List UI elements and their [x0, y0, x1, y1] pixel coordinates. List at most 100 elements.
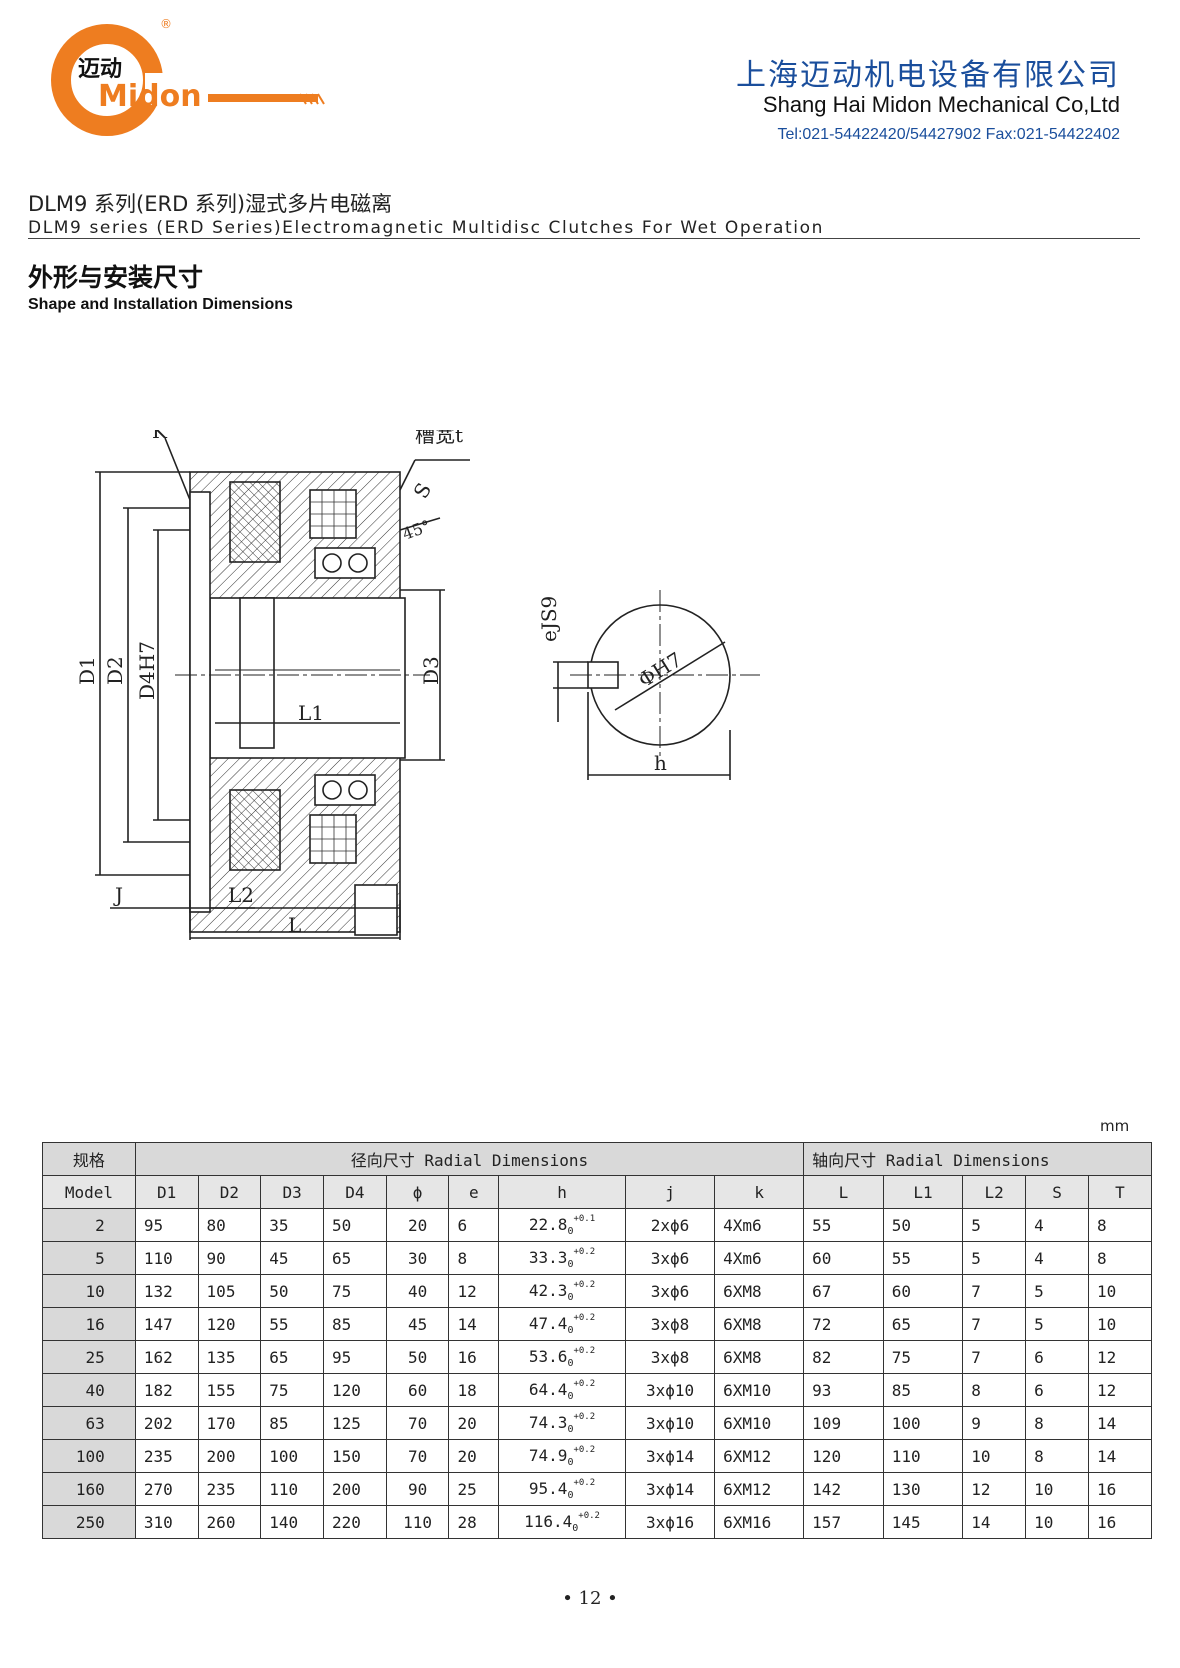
cell-d4: 150	[323, 1439, 387, 1473]
h-lower-tol: 0	[567, 1258, 574, 1270]
cell-h: 42.30+0.2	[498, 1274, 627, 1308]
cell-l: 93	[803, 1373, 884, 1407]
cell-l2: 7	[962, 1307, 1027, 1341]
cell-l1: 110	[882, 1439, 964, 1473]
cell-d4: 75	[323, 1274, 387, 1308]
logo-cn-text: 迈动	[78, 57, 122, 82]
spec-header-cn: 规格	[42, 1142, 136, 1176]
cell-phi: 70	[385, 1439, 450, 1473]
cell-d2: 235	[197, 1472, 262, 1506]
cell-l1: 75	[882, 1340, 964, 1374]
cell-d3: 55	[260, 1307, 325, 1341]
cell-k: 4Xm6	[714, 1208, 805, 1242]
label-S: S	[409, 479, 437, 503]
cell-model: 16	[42, 1307, 136, 1341]
cell-h: 116.40+0.2	[498, 1505, 627, 1539]
cell-model: 40	[42, 1373, 136, 1407]
cell-h: 74.90+0.2	[498, 1439, 627, 1473]
cell-d4: 200	[323, 1472, 387, 1506]
cell-s: 6	[1025, 1373, 1089, 1407]
logo-en-text: Midon	[98, 79, 202, 114]
col-header: D4	[323, 1175, 387, 1209]
cell-d2: 120	[197, 1307, 262, 1341]
cell-l2: 12	[962, 1472, 1027, 1506]
label-J: J	[113, 883, 123, 907]
cell-k: 6XM8	[714, 1340, 805, 1374]
clutch-drawing: K 槽宽t S 45° D1 D2 D4H7 D3 L1 J L2 L eJS9…	[70, 419, 850, 1010]
cell-model: 250	[42, 1505, 136, 1539]
cell-j: 3xϕ8	[625, 1307, 716, 1341]
cell-s: 5	[1025, 1307, 1089, 1341]
cell-k: 4Xm6	[714, 1241, 805, 1275]
cell-l1: 130	[882, 1472, 964, 1506]
h-lower-tol: 0	[567, 1390, 574, 1402]
cell-l1: 60	[882, 1274, 964, 1308]
cell-phi: 50	[385, 1340, 450, 1374]
cell-d2: 90	[197, 1241, 262, 1275]
cell-d3: 75	[260, 1373, 325, 1407]
h-value: 22.8	[528, 1214, 568, 1234]
company-contact: Tel:021-54422420/54427902 Fax:021-544224…	[777, 126, 1120, 143]
cell-t: 16	[1087, 1505, 1153, 1539]
cell-l1: 145	[882, 1505, 964, 1539]
h-value: 64.4	[528, 1379, 568, 1399]
cell-d2: 135	[197, 1340, 262, 1374]
cell-phi: 70	[385, 1406, 450, 1440]
cell-model: 160	[42, 1472, 136, 1506]
cell-d3: 45	[260, 1241, 325, 1275]
cell-l: 55	[803, 1208, 884, 1242]
cell-d1: 147	[134, 1307, 199, 1341]
cell-d4: 220	[323, 1505, 387, 1539]
cell-model: 100	[42, 1439, 136, 1473]
cell-l1: 50	[882, 1208, 964, 1242]
cell-d3: 65	[260, 1340, 325, 1374]
cell-j: 3xϕ6	[625, 1274, 716, 1308]
h-upper-tol: +0.2	[573, 1279, 596, 1290]
radial-group-header: 径向尺寸 Radial Dimensions	[134, 1142, 805, 1176]
col-header: T	[1087, 1175, 1153, 1209]
cell-model: 25	[42, 1340, 136, 1374]
cell-l1: 55	[882, 1241, 964, 1275]
cell-d1: 202	[134, 1406, 199, 1440]
cell-t: 16	[1087, 1472, 1153, 1506]
cell-phi: 45	[385, 1307, 450, 1341]
h-upper-tol: +0.2	[578, 1510, 600, 1521]
cell-e: 12	[448, 1274, 500, 1308]
page-number: • 12 •	[562, 1588, 618, 1609]
label-L: L	[288, 913, 301, 937]
h-lower-tol: 0	[567, 1456, 574, 1468]
h-value: 42.3	[528, 1280, 568, 1300]
svg-text:®: ®	[160, 18, 172, 31]
cell-j: 3xϕ10	[625, 1406, 716, 1440]
h-lower-tol: 0	[567, 1357, 574, 1369]
label-slot: 槽宽t	[415, 430, 463, 447]
cell-model: 5	[42, 1241, 136, 1275]
cell-l2: 5	[962, 1241, 1027, 1275]
cell-d2: 260	[197, 1505, 262, 1539]
label-h: h	[654, 751, 667, 775]
col-header: L2	[962, 1175, 1027, 1209]
cell-l: 72	[803, 1307, 884, 1341]
cell-t: 12	[1087, 1373, 1153, 1407]
cell-l1: 85	[882, 1373, 964, 1407]
cell-d3: 140	[260, 1505, 325, 1539]
cell-h: 33.30+0.2	[498, 1241, 627, 1275]
h-value: 74.3	[528, 1412, 568, 1432]
h-value: 47.4	[528, 1313, 568, 1333]
h-upper-tol: +0.2	[573, 1246, 596, 1257]
cell-s: 4	[1025, 1241, 1089, 1275]
h-lower-tol: 0	[567, 1423, 574, 1435]
dimension-table: 规格 径向尺寸 Radial Dimensions 轴向尺寸 Radial Di…	[42, 1142, 1153, 1539]
cell-d1: 235	[134, 1439, 199, 1473]
cell-d4: 85	[323, 1307, 387, 1341]
cell-model: 63	[42, 1406, 136, 1440]
col-header: S	[1025, 1175, 1089, 1209]
col-header: D3	[260, 1175, 325, 1209]
h-value: 116.4	[524, 1511, 573, 1531]
h-upper-tol: +0.2	[573, 1444, 596, 1455]
cell-d4: 65	[323, 1241, 387, 1275]
cell-phi: 110	[385, 1505, 450, 1539]
h-lower-tol: 0	[567, 1324, 574, 1336]
